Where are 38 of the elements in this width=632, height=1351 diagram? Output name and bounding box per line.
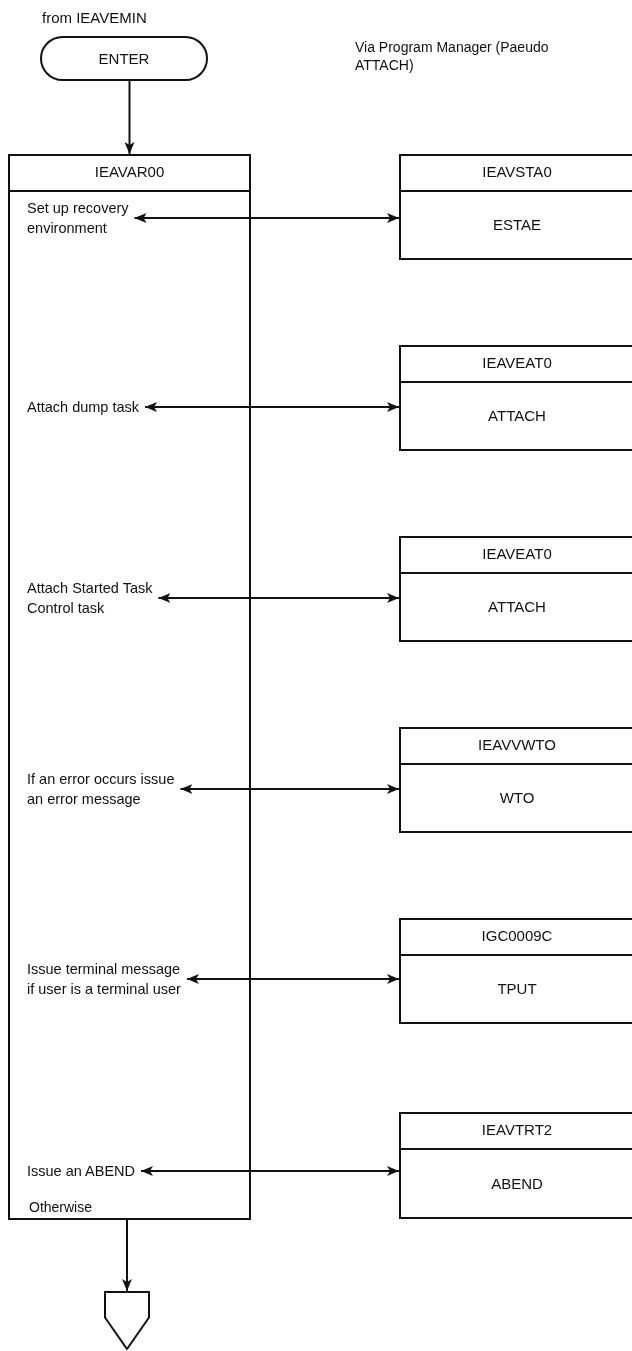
module-box bbox=[399, 536, 632, 642]
arrow bbox=[124, 80, 135, 155]
offpage-connector bbox=[104, 1291, 150, 1350]
function-name: WTO bbox=[498, 788, 536, 808]
arrow bbox=[185, 974, 400, 984]
arrow bbox=[157, 593, 400, 603]
step-text: Issue an ABEND bbox=[8, 1149, 254, 1193]
function-name: ESTAE bbox=[491, 215, 543, 235]
process-title: IEAVAR00 bbox=[10, 156, 249, 192]
step-text: Set up recovery environment bbox=[8, 196, 254, 240]
module-name: IEAVEAT0 bbox=[401, 538, 632, 574]
function-name: ABEND bbox=[490, 1174, 544, 1194]
module-box bbox=[399, 1112, 632, 1219]
arrow bbox=[133, 213, 400, 223]
note-text: Via Program Manager (Paeudo ATTACH) bbox=[355, 38, 550, 74]
function-name: ATTACH bbox=[487, 597, 547, 617]
module-box bbox=[399, 154, 632, 260]
caption-text: from IEAVEMIN bbox=[42, 9, 147, 26]
arrow bbox=[144, 402, 400, 412]
step-text: Attach dump task bbox=[8, 389, 254, 425]
arrow bbox=[179, 784, 400, 794]
module-box bbox=[399, 918, 632, 1024]
module-name: IEAVSTA0 bbox=[401, 156, 632, 192]
module-box bbox=[399, 727, 632, 833]
process-box bbox=[8, 154, 251, 1220]
module-name: IEAVEAT0 bbox=[401, 347, 632, 383]
branch-label: Otherwise bbox=[29, 1198, 94, 1216]
step-text: Attach Started Task Control task bbox=[8, 576, 254, 620]
module-name: IEAVVWTO bbox=[401, 729, 632, 765]
module-name: IGC0009C bbox=[401, 920, 632, 956]
step-text: If an error occurs issue an error message bbox=[8, 767, 254, 811]
function-name: TPUT bbox=[496, 979, 538, 999]
arrow bbox=[122, 1219, 132, 1292]
step-text: Issue terminal message if user is a terminal user bbox=[8, 957, 254, 1001]
module-box bbox=[399, 345, 632, 451]
arrow bbox=[140, 1166, 400, 1176]
function-name: ATTACH bbox=[487, 406, 547, 426]
module-name: IEAVTRT2 bbox=[401, 1114, 632, 1150]
